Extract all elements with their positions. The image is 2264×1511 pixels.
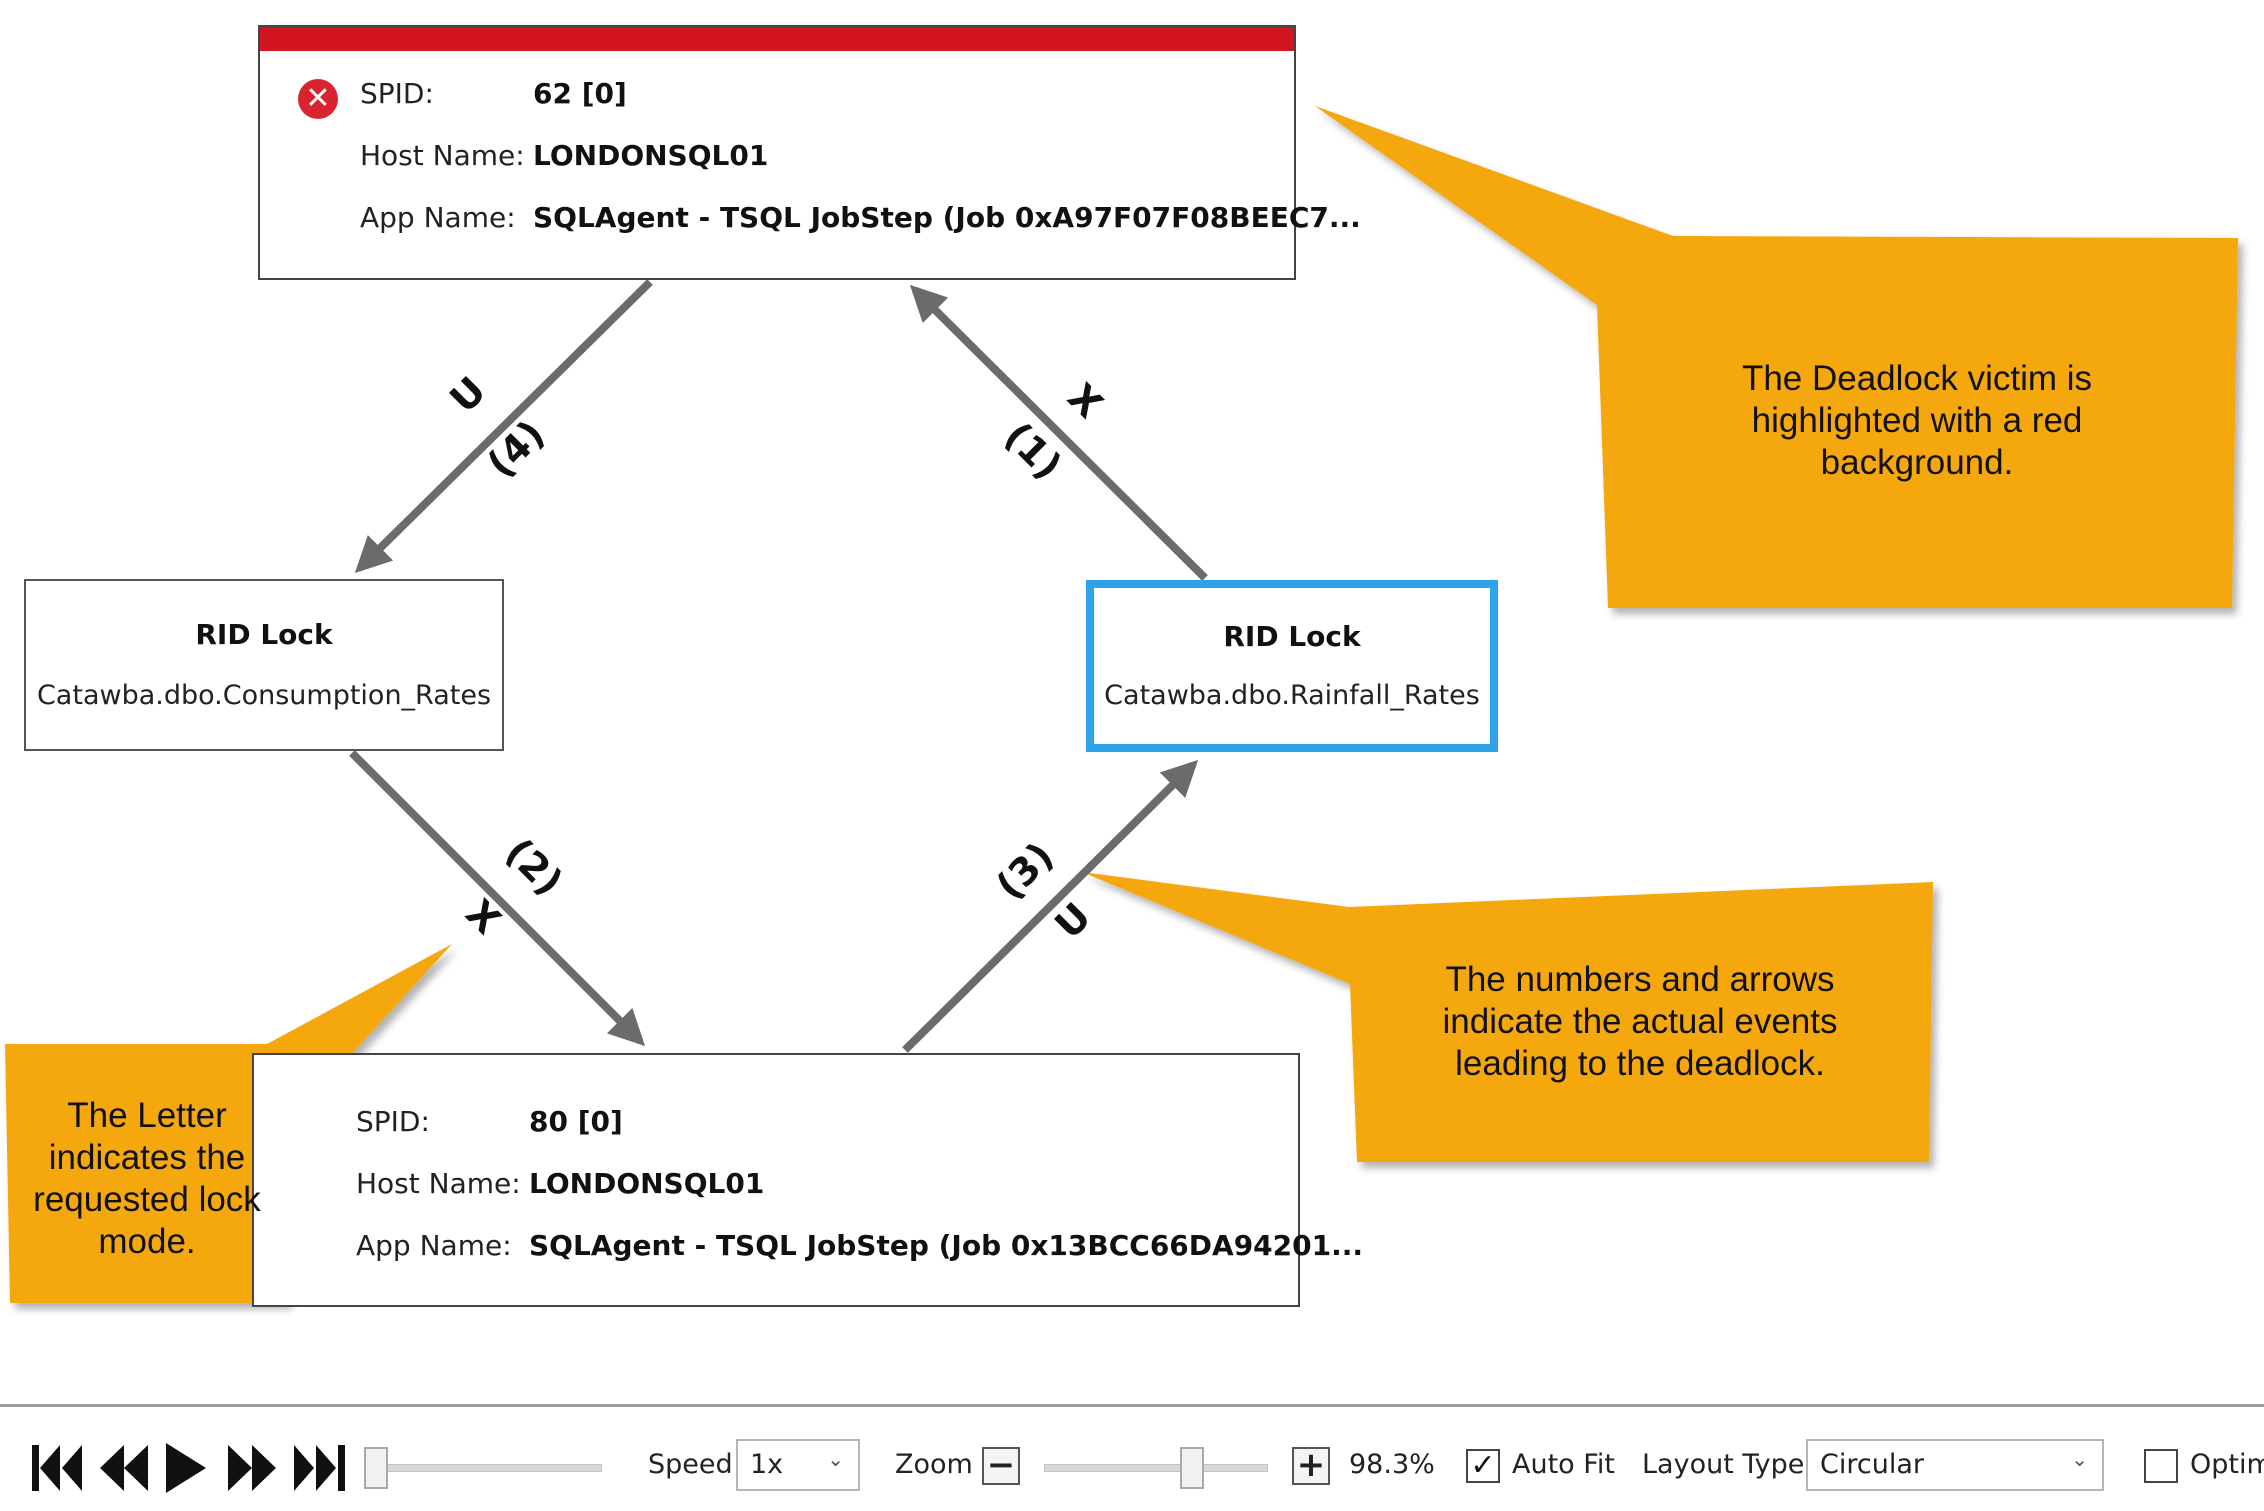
layout-type-value: Circular: [1820, 1449, 1924, 1480]
playback-slider-thumb[interactable]: [364, 1447, 388, 1489]
victim-process-node[interactable]: ✕ SPID: 62 [0] Host Name: LONDONSQL01 Ap…: [258, 25, 1361, 280]
app-name-value: SQLAgent - TSQL JobStep (Job 0x13BCC66DA…: [529, 1229, 1364, 1262]
spid-value: 80 [0]: [529, 1105, 623, 1138]
process-node-2[interactable]: SPID: 80 [0] Host Name: LONDONSQL01 App …: [252, 1053, 1363, 1307]
minus-icon[interactable]: −: [982, 1447, 1020, 1485]
callout-numbers-shape: [1082, 872, 1933, 1162]
layout-type-label: Layout Type: [1642, 1449, 1805, 1480]
auto-fit-checkbox[interactable]: ✓: [1466, 1449, 1500, 1483]
spid-label: SPID:: [356, 1105, 430, 1138]
play-icon[interactable]: [164, 1443, 208, 1493]
resource-object-name: Catawba.dbo.Consumption_Rates: [36, 680, 492, 711]
speed-value: 1x: [750, 1449, 784, 1480]
zoom-value: 98.3%: [1349, 1449, 1435, 1480]
check-icon: ✓: [1470, 1448, 1496, 1483]
host-name-value: LONDONSQL01: [529, 1167, 765, 1200]
callout-letter-shape: [5, 944, 452, 1303]
app-name-label: App Name:: [360, 201, 516, 234]
host-name-value: LONDONSQL01: [533, 139, 769, 172]
callout-numbers-text: The numbers and arrows indicate the actu…: [1442, 960, 1838, 1083]
layout-type-select[interactable]: Circular ⌄: [1806, 1439, 2104, 1491]
resource-title: RID Lock: [195, 618, 333, 651]
playback-slider-track[interactable]: [372, 1464, 602, 1472]
resource-object-name: Catawba.dbo.Rainfall_Rates: [1104, 680, 1480, 711]
zoom-slider-thumb[interactable]: [1180, 1447, 1204, 1489]
callout-letter-text: The Letter indicates the requested lock …: [33, 1096, 261, 1261]
resource-node-rainfall-rates[interactable]: RID Lock Catawba.dbo.Rainfall_Rates: [1086, 580, 1498, 752]
skip-to-start-icon[interactable]: [30, 1445, 86, 1491]
speed-label: Speed: [648, 1449, 733, 1480]
app-name-value: SQLAgent - TSQL JobStep (Job 0xA97F07F08…: [533, 201, 1361, 234]
callouts-layer: [5, 106, 2238, 1303]
optim-label: Optim: [2190, 1449, 2264, 1480]
chevron-down-icon: ⌄: [827, 1447, 844, 1471]
speed-select[interactable]: 1x ⌄: [736, 1439, 860, 1491]
error-x-icon: ✕: [298, 79, 338, 119]
app-name-label: App Name:: [356, 1229, 512, 1262]
step-back-icon[interactable]: [98, 1445, 150, 1491]
host-name-label: Host Name:: [356, 1167, 521, 1200]
plus-icon[interactable]: +: [1292, 1447, 1330, 1485]
step-forward-icon[interactable]: [226, 1445, 278, 1491]
skip-to-end-icon[interactable]: [292, 1445, 348, 1491]
zoom-slider-track[interactable]: [1044, 1464, 1268, 1472]
host-name-label: Host Name:: [360, 139, 525, 172]
spid-label: SPID:: [360, 77, 434, 110]
zoom-label: Zoom: [895, 1449, 973, 1480]
spid-value: 62 [0]: [533, 77, 627, 110]
deadlock-graph-canvas: U (4) X (1) (2) X (3) U ✕ SPID: 62 [0] H…: [5, 25, 2238, 1307]
callout-victim-shape: [1315, 106, 2238, 608]
resource-node-consumption-rates[interactable]: RID Lock Catawba.dbo.Consumption_Rates: [24, 579, 504, 751]
chevron-down-icon: ⌄: [2071, 1447, 2088, 1471]
callout-victim-text: The Deadlock victim is highlighted with …: [1741, 359, 2093, 482]
resource-title: RID Lock: [1223, 620, 1361, 653]
auto-fit-label: Auto Fit: [1512, 1449, 1615, 1480]
victim-highlight-bar: [260, 27, 1294, 51]
optim-checkbox[interactable]: [2144, 1449, 2178, 1483]
playback-toolbar: Speed 1x ⌄ Zoom − + 98.3% ✓ Auto Fit Lay…: [0, 1404, 2264, 1511]
